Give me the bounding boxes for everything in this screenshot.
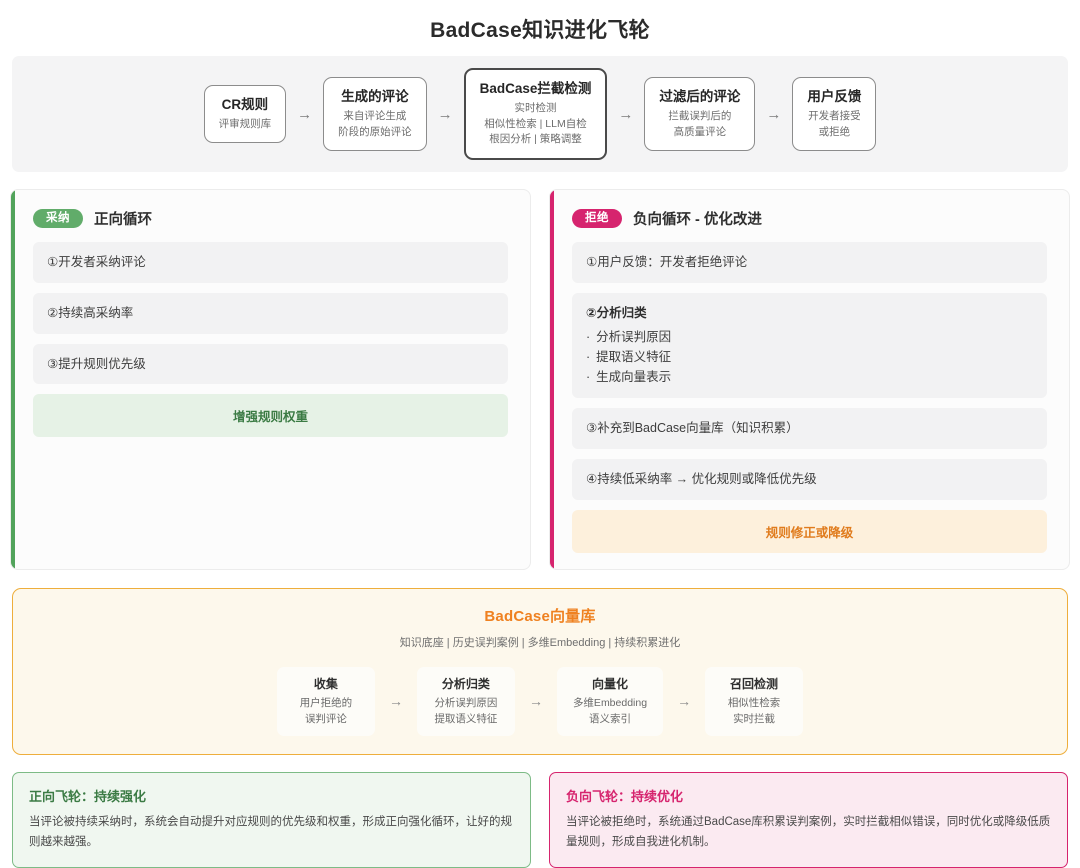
positive-cycle-title: 正向循环 <box>94 212 152 228</box>
status-badge-reject: 拒绝 <box>572 208 622 229</box>
summary-card-text: 当评论被持续采纳时，系统会自动提升对应规则的优先级和权重，形成正向强化循环，让好… <box>29 816 512 848</box>
vector-flow-arrow-icon: → <box>388 693 403 710</box>
vector-flow-node-subtitle: 多维Embedding 语义索引 <box>572 696 648 725</box>
pipeline-arrow-icon: → <box>437 105 453 123</box>
vector-flow-node-subtitle: 分析误判原因 提取语义特征 <box>434 696 498 725</box>
negative-step-text: ④持续低采纳率 → 优化规则或降低优先级 <box>586 472 817 486</box>
vector-flow-node-title: 收集 <box>313 676 338 691</box>
vector-library-subtitle: 知识底座 | 历史误判案例 | 多维Embedding | 持续积累进化 <box>399 636 681 649</box>
pipeline-node-subtitle: 评审规则库 <box>218 117 272 130</box>
pipeline-node-title: 用户反馈 <box>807 88 862 104</box>
vector-flow-node-title: 向量化 <box>591 676 628 691</box>
vector-flow-node-title: 召回检测 <box>730 676 779 691</box>
vector-flow-node-subtitle: 用户拒绝的 误判评论 <box>299 696 353 725</box>
status-badge-adopt: 采纳 <box>33 208 83 229</box>
summary-card: 负向飞轮：持续优化当评论被拒绝时，系统通过BadCase库积累误判案例，实时拦截… <box>549 772 1068 868</box>
negative-step-item[interactable]: ①用户反馈：开发者拒绝评论 <box>572 242 1047 283</box>
positive-cycle-header: 采纳 正向循环 <box>27 204 514 242</box>
pipeline-arrow-icon: → <box>297 105 313 123</box>
pipeline-node-subtitle: 实时检测 相似性检索 | LLM自检 根因分析 | 策略调整 <box>484 101 587 146</box>
pipeline-node-title: 生成的评论 <box>341 88 409 104</box>
vector-flow-arrow-icon: → <box>677 693 692 710</box>
summary-card-title: 正向飞轮：持续强化 <box>29 789 147 805</box>
page-root: BadCase知识进化飞轮 CR规则评审规则库 → 生成的评论来自评论生成 阶段的原… <box>0 0 1080 776</box>
pipeline-arrow-icon: → <box>618 105 634 123</box>
vector-flow-node[interactable]: 召回检测相似性检索 实时拦截 <box>705 666 804 737</box>
vector-flow-node[interactable]: 收集用户拒绝的 误判评论 <box>276 666 375 737</box>
pipeline-node[interactable]: CR规则评审规则库 <box>203 84 287 144</box>
negative-step-item[interactable]: ②分析归类分析误判原因提取语义特征生成向量表示 <box>572 292 1047 399</box>
vector-flow-arrow-icon: → <box>528 693 543 710</box>
positive-step-item[interactable]: ②持续高采纳率 <box>33 292 508 334</box>
pipeline-node-title: 过滤后的评论 <box>659 88 741 104</box>
pipeline-node-title: BadCase拦截检测 <box>479 80 592 96</box>
pipeline-node[interactable]: 用户反馈开发者接受 或拒绝 <box>792 76 877 152</box>
negative-cycle-header: 拒绝 负向循环 - 优化改进 <box>566 204 1053 242</box>
negative-step-text: ①用户反馈：开发者拒绝评论 <box>586 255 748 269</box>
summary-card-title: 负向飞轮：持续优化 <box>566 789 684 805</box>
negative-step-item[interactable]: ③补充到BadCase向量库（知识积累） <box>572 408 1047 449</box>
positive-step-text: ②持续高采纳率 <box>47 305 134 320</box>
negative-step-title: ②分析归类 <box>586 305 647 320</box>
vector-library-flow: 收集用户拒绝的 误判评论 → 分析归类分析误判原因 提取语义特征 → 向量化多维Embe… <box>33 666 1047 737</box>
negative-cycle-steps: ①用户反馈：开发者拒绝评论 ②分析归类分析误判原因提取语义特征生成向量表示 ③补充到… <box>566 242 1053 500</box>
positive-step-text: ①开发者采纳评论 <box>47 255 146 269</box>
pipeline-node-subtitle: 来自评论生成 阶段的原始评论 <box>338 109 412 138</box>
summary-card-text: 当评论被拒绝时，系统通过BadCase库积累误判案例，实时拦截相似错误，同时优化… <box>566 816 1051 848</box>
pipeline-node-subtitle: 拦截误判后的 高质量评论 <box>668 109 732 138</box>
negative-step-text: ③补充到BadCase向量库（知识积累） <box>586 421 799 436</box>
negative-cycle-title: 负向循环 - 优化改进 <box>633 212 762 228</box>
summary-cards: 正向飞轮：持续强化当评论被持续采纳时，系统会自动提升对应规则的优先级和权重，形成… <box>12 772 1068 868</box>
pipeline-node[interactable]: 生成的评论来自评论生成 阶段的原始评论 <box>323 76 427 152</box>
pipeline-node-title: CR规则 <box>221 96 269 112</box>
negative-cycle-result: 规则修正或降级 <box>572 509 1047 553</box>
positive-step-item[interactable]: ③提升规则优先级 <box>33 343 508 385</box>
vector-flow-node[interactable]: 向量化多维Embedding 语义索引 <box>556 666 664 737</box>
negative-cycle-panel: 拒绝 负向循环 - 优化改进 ①用户反馈：开发者拒绝评论 ②分析归类分析误判原因提… <box>549 189 1070 570</box>
pipeline-node[interactable]: 过滤后的评论拦截误判后的 高质量评论 <box>644 76 756 152</box>
positive-cycle-panel: 采纳 正向循环 ①开发者采纳评论 ②持续高采纳率 ③提升规则优先级 增强规则权重 <box>10 189 531 570</box>
negative-step-bullet: 生成向量表示 <box>586 367 1033 387</box>
negative-step-item[interactable]: ④持续低采纳率 → 优化规则或降低优先级 <box>572 459 1047 500</box>
vector-flow-node-subtitle: 相似性检索 实时拦截 <box>727 696 781 725</box>
negative-step-bullets: 分析误判原因提取语义特征生成向量表示 <box>586 327 1033 388</box>
pipeline-node-subtitle: 开发者接受 或拒绝 <box>808 109 861 138</box>
positive-cycle-steps: ①开发者采纳评论 ②持续高采纳率 ③提升规则优先级 <box>27 242 514 385</box>
vector-flow-node[interactable]: 分析归类分析误判原因 提取语义特征 <box>416 666 515 737</box>
pipeline-node[interactable]: BadCase拦截检测实时检测 相似性检索 | LLM自检 根因分析 | 策略调… <box>463 67 608 161</box>
vector-flow-node-title: 分析归类 <box>441 676 490 691</box>
positive-cycle-result: 增强规则权重 <box>33 394 508 438</box>
summary-card: 正向飞轮：持续强化当评论被持续采纳时，系统会自动提升对应规则的优先级和权重，形成… <box>12 772 531 868</box>
page-title: BadCase知识进化飞轮 <box>430 19 650 42</box>
negative-step-bullet: 提取语义特征 <box>586 347 1033 367</box>
positive-step-text: ③提升规则优先级 <box>47 356 146 371</box>
cycle-panels: 采纳 正向循环 ①开发者采纳评论 ②持续高采纳率 ③提升规则优先级 增强规则权重 拒… <box>10 189 1070 570</box>
pipeline-arrow-icon: → <box>766 105 782 123</box>
vector-library-title: BadCase向量库 <box>484 607 596 625</box>
pipeline-flow: CR规则评审规则库 → 生成的评论来自评论生成 阶段的原始评论 → BadCase拦截检… <box>12 56 1068 172</box>
positive-step-item[interactable]: ①开发者采纳评论 <box>33 242 508 283</box>
negative-step-bullet: 分析误判原因 <box>586 327 1033 347</box>
vector-library-section: BadCase向量库 知识底座 | 历史误判案例 | 多维Embedding |… <box>12 587 1068 756</box>
